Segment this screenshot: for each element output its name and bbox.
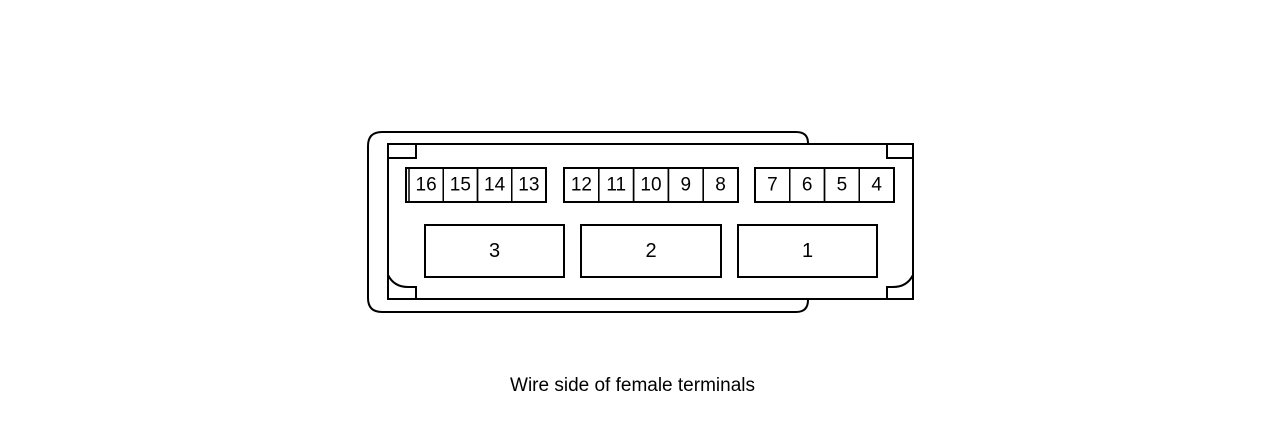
terminal-label-12: 12 bbox=[571, 175, 592, 196]
terminal-cavity-13 bbox=[511, 167, 547, 203]
terminal-label-13: 13 bbox=[518, 175, 539, 196]
terminal-label-10: 10 bbox=[640, 175, 661, 196]
terminal-label-8: 8 bbox=[715, 175, 726, 196]
large-terminal-cavity-1 bbox=[737, 224, 878, 278]
terminal-cavity-8 bbox=[702, 167, 739, 203]
terminal-label-4: 4 bbox=[871, 175, 882, 196]
corner-key-top-right bbox=[886, 144, 913, 159]
corner-key-bottom-right bbox=[886, 274, 914, 299]
connector-outer-shell bbox=[367, 131, 809, 313]
corner-key-top-left bbox=[388, 144, 417, 159]
terminal-label-11: 11 bbox=[606, 175, 626, 196]
large-terminal-cavity-3 bbox=[424, 224, 565, 278]
terminal-label-7: 7 bbox=[767, 175, 778, 196]
terminal-label-1: 1 bbox=[802, 240, 813, 262]
terminal-label-5: 5 bbox=[837, 175, 848, 196]
terminal-cavity-4 bbox=[858, 167, 895, 203]
terminal-label-14: 14 bbox=[484, 175, 506, 196]
terminal-label-2: 2 bbox=[645, 240, 656, 262]
terminal-label-6: 6 bbox=[802, 175, 813, 196]
terminal-label-3: 3 bbox=[489, 240, 500, 262]
terminal-label-15: 15 bbox=[450, 175, 471, 196]
terminal-label-16: 16 bbox=[416, 175, 437, 196]
diagram-caption: Wire side of female terminals bbox=[510, 375, 755, 396]
connector-body bbox=[387, 143, 914, 300]
terminal-label-9: 9 bbox=[681, 175, 692, 196]
corner-key-bottom-left bbox=[387, 274, 417, 299]
large-terminal-cavity-2 bbox=[580, 224, 722, 278]
